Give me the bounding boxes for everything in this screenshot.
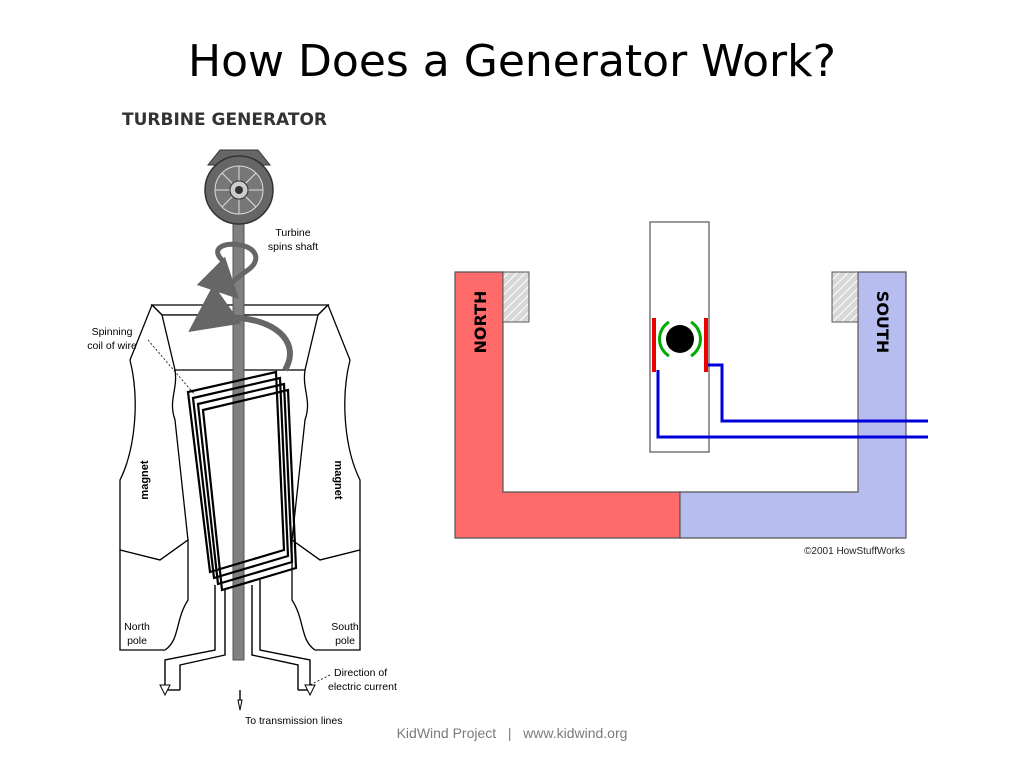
field-arc-left <box>658 320 670 358</box>
spinning-coil <box>186 370 298 592</box>
north-pole-tip <box>502 271 530 323</box>
south-pole-tip <box>831 271 859 323</box>
generator-housing <box>119 303 361 651</box>
current-label-line2: electric current <box>328 681 397 693</box>
turbine-label-line2: spins shaft <box>268 241 318 253</box>
north-pole-label-line2: pole <box>127 635 147 647</box>
coil-label-line1: Spinning <box>92 326 133 338</box>
copyright-text: ©2001 HowStuffWorks <box>804 546 905 557</box>
footer: KidWind Project | www.kidwind.org <box>0 725 1024 741</box>
current-arrow-left <box>159 684 171 697</box>
magnet-label-right: magnet <box>332 460 344 499</box>
transmission-arrow <box>237 699 243 711</box>
footer-separator: | <box>507 725 512 741</box>
coil-rotation-icon <box>188 284 293 372</box>
magnet-label-left: magnet <box>139 460 151 499</box>
turbine-generator-diagram: TURBINE GENERATOR <box>87 110 397 727</box>
transmission-label: To transmission lines <box>245 715 342 727</box>
slide-title: How Does a Generator Work? <box>188 36 836 87</box>
current-arrow-right <box>304 684 316 697</box>
south-pole-label-line2: pole <box>335 635 355 647</box>
shaft <box>232 184 245 661</box>
north-pole-label-line1: North <box>124 621 150 633</box>
field-arc-right <box>690 320 702 358</box>
south-label: SOUTH <box>873 291 892 353</box>
turbine-heading: TURBINE GENERATOR <box>122 110 327 130</box>
footer-project: KidWind Project <box>396 725 497 741</box>
south-magnet <box>679 271 907 539</box>
turbine-label-line1: Turbine <box>275 227 310 239</box>
turbine-wheel <box>204 149 274 225</box>
output-wire <box>656 363 928 439</box>
south-pole-label-line1: South <box>331 621 359 633</box>
footer-website-link[interactable]: www.kidwind.org <box>523 725 628 741</box>
current-label-line1: Direction of <box>334 667 387 679</box>
axle-dot <box>666 325 694 353</box>
magnet-diagram: NORTH SOUTH ©2001 HowStuffWorks <box>454 221 928 557</box>
north-label: NORTH <box>471 291 490 354</box>
coil-label-line2: coil of wire <box>87 340 137 352</box>
shaft-rotation-icon <box>196 241 259 300</box>
